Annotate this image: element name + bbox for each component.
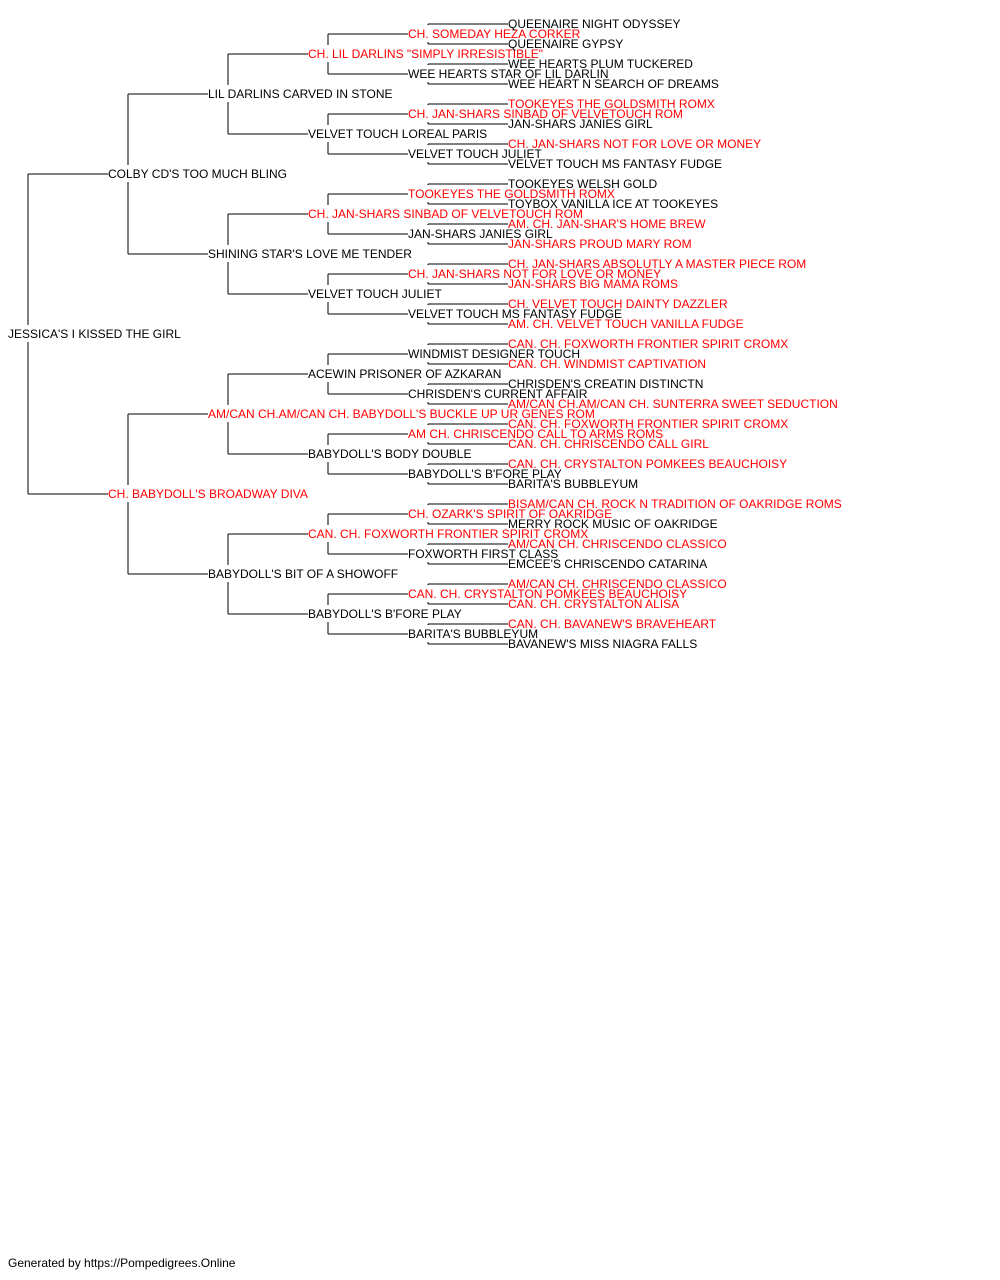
dog-name-ancestor: CH. JAN-SHARS NOT FOR LOVE OR MONEY xyxy=(408,267,661,281)
dog-name-ancestor: VELVET TOUCH MS FANTASY FUDGE xyxy=(408,307,622,321)
dog-name-ancestor: AM/CAN CH. CHRISCENDO CLASSICO xyxy=(508,577,727,591)
dog-name-ancestor: CH. LIL DARLINS "SIMPLY IRRESISTIBLE" xyxy=(308,47,543,61)
dog-name-ancestor: LIL DARLINS CARVED IN STONE xyxy=(208,87,393,101)
dog-name-ancestor: TOYBOX VANILLA ICE AT TOOKEYES xyxy=(508,197,718,211)
dog-name-ancestor: CAN. CH. FOXWORTH FRONTIER SPIRIT CROMX xyxy=(308,527,588,541)
dog-name-ancestor: CH. SOMEDAY HEZA CORKER xyxy=(408,27,581,41)
dog-name-ancestor: CAN. CH. CRYSTALTON POMKEES BEAUCHOISY xyxy=(508,457,787,471)
dog-name-ancestor: WEE HEARTS PLUM TUCKERED xyxy=(508,57,693,71)
dog-name-ancestor: BABYDOLL'S B'FORE PLAY xyxy=(308,607,462,621)
dog-name-ancestor: BISAM/CAN CH. ROCK N TRADITION OF OAKRID… xyxy=(508,497,842,511)
dog-name-ancestor: AM CH. CHRISCENDO CALL TO ARMS ROMS xyxy=(408,427,663,441)
dog-name-ancestor: BAVANEW'S MISS NIAGRA FALLS xyxy=(508,637,697,651)
dog-name-ancestor: CH. OZARK'S SPIRIT OF OAKRIDGE xyxy=(408,507,612,521)
dog-name-ancestor: CH. JAN-SHARS NOT FOR LOVE OR MONEY xyxy=(508,137,761,151)
dog-name-ancestor: AM. CH. VELVET TOUCH VANILLA FUDGE xyxy=(508,317,744,331)
dog-name-ancestor: EMCEE'S CHRISCENDO CATARINA xyxy=(508,557,707,571)
dog-name-ancestor: WEE HEARTS STAR OF LIL DARLIN xyxy=(408,67,608,81)
dog-names: JESSICA'S I KISSED THE GIRL COLBY CD'S TO… xyxy=(8,17,842,651)
generated-by-footer: Generated by https://Pompedigrees.Online xyxy=(8,1256,236,1270)
dog-name-ancestor: JAN-SHARS PROUD MARY ROM xyxy=(508,237,692,251)
dog-name-subject: JESSICA'S I KISSED THE GIRL xyxy=(8,327,181,341)
dog-name-ancestor: BABYDOLL'S B'FORE PLAY xyxy=(408,467,562,481)
dog-name-ancestor: CH. JAN-SHARS ABSOLUTLY A MASTER PIECE R… xyxy=(508,257,806,271)
dog-name-ancestor: TOOKEYES THE GOLDSMITH ROMX xyxy=(508,97,715,111)
dog-name-ancestor: AM/CAN CH. CHRISCENDO CLASSICO xyxy=(508,537,727,551)
dog-name-sire: COLBY CD'S TOO MUCH BLING xyxy=(108,167,287,181)
dog-name-ancestor: VELVET TOUCH JULIET xyxy=(408,147,542,161)
dog-name-ancestor: CHRISDEN'S CREATIN DISTINCTN xyxy=(508,377,703,391)
dog-name-ancestor: CHRISDEN'S CURRENT AFFAIR xyxy=(408,387,588,401)
dog-name-ancestor: QUEENAIRE GYPSY xyxy=(508,37,623,51)
dog-name-ancestor: JAN-SHARS JANIES GIRL xyxy=(408,227,553,241)
dog-name-ancestor: FOXWORTH FIRST CLASS xyxy=(408,547,558,561)
dog-name-ancestor: TOOKEYES THE GOLDSMITH ROMX xyxy=(408,187,615,201)
dog-name-ancestor: BABYDOLL'S BODY DOUBLE xyxy=(308,447,471,461)
dog-name-ancestor: CAN. CH. CHRISCENDO CALL GIRL xyxy=(508,437,709,451)
dog-name-ancestor: CH. JAN-SHARS SINBAD OF VELVETOUCH ROM xyxy=(408,107,683,121)
dog-name-ancestor: CH. JAN-SHARS SINBAD OF VELVETOUCH ROM xyxy=(308,207,583,221)
dog-name-ancestor: VELVET TOUCH LOREAL PARIS xyxy=(308,127,487,141)
dog-name-ancestor: CH. VELVET TOUCH DAINTY DAZZLER xyxy=(508,297,728,311)
dog-name-ancestor: BARITA'S BUBBLEYUM xyxy=(508,477,638,491)
dog-name-ancestor: AM/CAN CH.AM/CAN CH. SUNTERRA SWEET SEDU… xyxy=(508,397,838,411)
dog-name-ancestor: WEE HEART N SEARCH OF DREAMS xyxy=(508,77,719,91)
dog-name-ancestor: QUEENAIRE NIGHT ODYSSEY xyxy=(508,17,680,31)
dog-name-ancestor: AM/CAN CH.AM/CAN CH. BABYDOLL'S BUCKLE U… xyxy=(208,407,595,421)
dog-name-ancestor: VELVET TOUCH MS FANTASY FUDGE xyxy=(508,157,722,171)
dog-name-ancestor: JAN-SHARS BIG MAMA ROMS xyxy=(508,277,678,291)
dog-name-ancestor: SHINING STAR'S LOVE ME TENDER xyxy=(208,247,412,261)
connector-lines xyxy=(27,23,508,645)
dog-name-ancestor: WINDMIST DESIGNER TOUCH xyxy=(408,347,580,361)
dog-name-ancestor: BABYDOLL'S BIT OF A SHOWOFF xyxy=(208,567,398,581)
dog-name-ancestor: AM. CH. JAN-SHAR'S HOME BREW xyxy=(508,217,706,231)
dog-name-ancestor: BARITA'S BUBBLEYUM xyxy=(408,627,538,641)
dog-name-ancestor: TOOKEYES WELSH GOLD xyxy=(508,177,657,191)
dog-name-ancestor: MERRY ROCK MUSIC OF OAKRIDGE xyxy=(508,517,718,531)
dog-name-ancestor: CAN. CH. WINDMIST CAPTIVATION xyxy=(508,357,706,371)
dog-name-ancestor: CAN. CH. BAVANEW'S BRAVEHEART xyxy=(508,617,717,631)
dog-name-ancestor: CAN. CH. FOXWORTH FRONTIER SPIRIT CROMX xyxy=(508,337,788,351)
dog-name-ancestor: VELVET TOUCH JULIET xyxy=(308,287,442,301)
dog-name-ancestor: CAN. CH. CRYSTALTON POMKEES BEAUCHOISY xyxy=(408,587,687,601)
dog-name-dam: CH. BABYDOLL'S BROADWAY DIVA xyxy=(108,487,308,501)
dog-name-ancestor: CAN. CH. CRYSTALTON ALISA xyxy=(508,597,679,611)
dog-name-ancestor: CAN. CH. FOXWORTH FRONTIER SPIRIT CROMX xyxy=(508,417,788,431)
dog-name-ancestor: ACEWIN PRISONER OF AZKARAN xyxy=(308,367,501,381)
dog-name-ancestor: JAN-SHARS JANIES GIRL xyxy=(508,117,653,131)
